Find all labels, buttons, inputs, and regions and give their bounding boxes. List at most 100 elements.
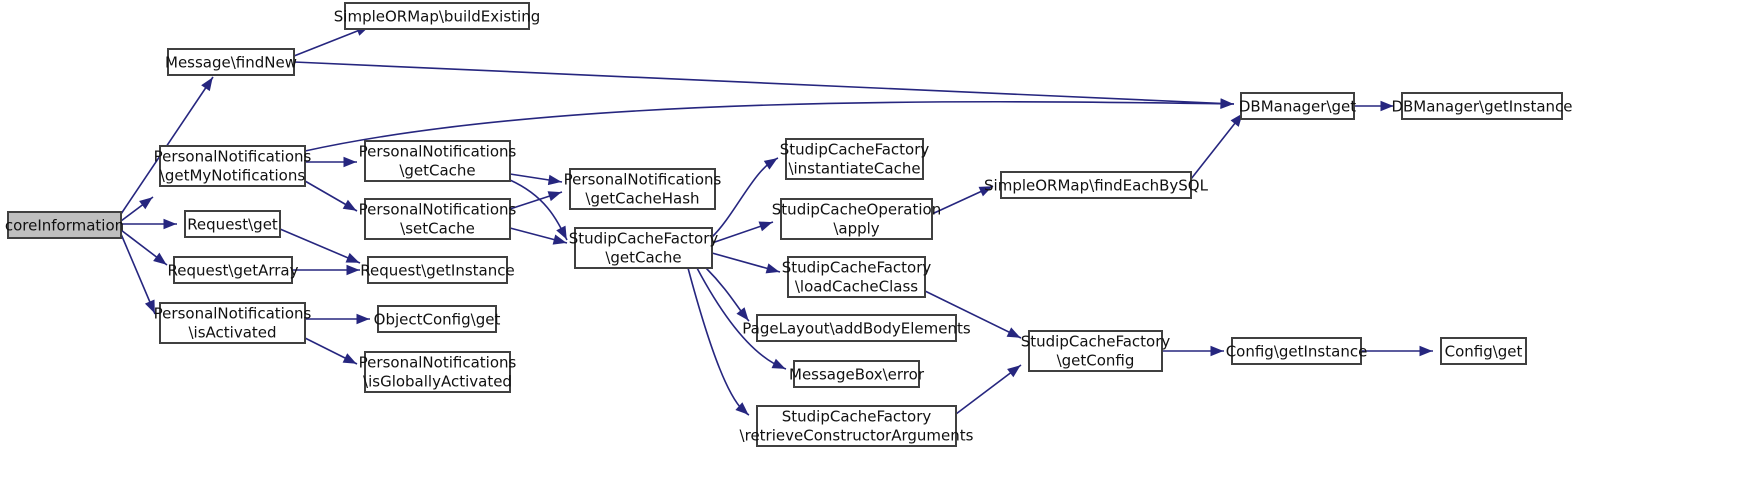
node-configGet[interactable]: Config\get [1440,337,1527,365]
node-box[interactable] [364,140,511,182]
node-messageFindNew[interactable]: Message\findNew [165,48,297,76]
arrowhead-icon [343,156,357,168]
arrowhead-icon [153,252,167,265]
node-box[interactable] [1240,92,1355,120]
node-box[interactable] [785,138,924,180]
edge-configGetInstance-to-configGet [1361,345,1433,357]
node-box[interactable] [377,305,497,333]
node-label: Request\get [187,216,278,234]
node-box[interactable] [344,2,530,30]
node-label: ObjectConfig\get [374,311,501,329]
node-label-line2: \loadCacheClass [795,278,918,296]
node-label: PageLayout\addBodyElements [742,320,971,338]
node-box[interactable] [159,302,306,344]
arrowhead-icon [345,252,360,263]
edge-scoApply-to-simpleORMapFindEachBySQL [931,185,994,215]
node-isActivated[interactable]: PersonalNotifications\isActivated [154,302,312,344]
arrowhead-icon [1220,98,1234,109]
node-label-line2: \getMyNotifications [160,167,306,185]
edge-dbManagerGet-to-dbManagerGetInstance [1354,100,1394,112]
node-scoApply[interactable]: StudipCacheOperation\apply [772,198,941,240]
node-scfRetrieveCtorArgs[interactable]: StudipCacheFactory\retrieveConstructorAr… [740,405,974,447]
arrowhead-icon [556,225,567,240]
arrowhead-icon [139,197,153,210]
node-label-line2: \getCacheHash [585,190,699,208]
node-pnGetCacheHash[interactable]: PersonalNotifications\getCacheHash [564,168,722,210]
node-box[interactable] [364,351,511,393]
edge-scfGetConfig-to-configGetInstance [1162,345,1224,357]
node-dbManagerGetInstance[interactable]: DBManager\getInstance [1391,92,1573,120]
arrowhead-icon [1230,113,1243,127]
node-requestGetInstance[interactable]: Request\getInstance [360,256,515,284]
edge-scfGetCache-to-scfRetrieveCtorArgs [687,267,750,416]
node-box[interactable] [7,211,122,239]
arrowhead-icon [346,264,360,276]
node-messageBoxError[interactable]: MessageBox\error [789,360,925,388]
arrowhead-icon [765,263,780,274]
edge-pnSetCache-to-pnGetCacheHash [509,191,563,210]
node-coreInformation[interactable]: coreInformation [5,211,124,239]
node-box[interactable] [756,314,957,342]
arrowhead-icon [1380,100,1394,112]
arrowhead-icon [547,191,562,202]
arrowhead-icon [547,174,562,186]
node-simpleORMapFindEachBySQL[interactable]: SimpleORMap\findEachBySQL [984,171,1209,199]
node-requestGetArray[interactable]: Request\getArray [167,256,299,284]
edge-line [293,25,371,57]
node-box[interactable] [1000,171,1192,199]
arrowhead-icon [1006,327,1021,338]
arrowhead-icon [552,234,567,245]
node-box[interactable] [1440,337,1527,365]
node-scfInstantiateCache[interactable]: StudipCacheFactory\instantiateCache [780,138,930,180]
node-configGetInstance[interactable]: Config\getInstance [1226,337,1368,365]
node-pnSetCache[interactable]: PersonalNotifications\setCache [359,198,517,240]
node-box[interactable] [1401,92,1563,120]
node-label: Config\get [1445,343,1523,361]
arrowhead-icon [758,221,773,232]
node-box[interactable] [167,48,295,76]
node-box[interactable] [367,256,508,284]
edge-scfGetCache-to-scfInstantiateCache [711,157,779,238]
node-pnGetCache[interactable]: PersonalNotifications\getCache [359,140,517,182]
node-box[interactable] [793,360,920,388]
edge-line [955,364,1022,415]
node-objectConfigGet[interactable]: ObjectConfig\get [374,305,501,333]
node-isGloballyActivated[interactable]: PersonalNotifications\isGloballyActivate… [359,351,517,393]
node-box[interactable] [184,210,281,238]
node-label-line2: \getCache [399,162,475,180]
nodes-layer: coreInformationMessage\findNewSimpleORMa… [5,2,1573,447]
node-box[interactable] [364,198,511,240]
edge-getMyNotifications-to-dbManagerGet [304,98,1235,152]
node-box[interactable] [159,145,306,187]
node-scfGetConfig[interactable]: StudipCacheFactory\getConfig [1021,330,1171,372]
node-label-line1: StudipCacheOperation [772,201,941,219]
node-box[interactable] [780,198,933,240]
edge-scfRetrieveCtorArgs-to-scfGetConfig [955,364,1022,415]
node-simpleORMapBuildExisting[interactable]: SimpleORMap\buildExisting [334,2,540,30]
arrowhead-icon [735,402,749,415]
node-dbManagerGet[interactable]: DBManager\get [1239,92,1356,120]
arrowhead-icon [1419,345,1433,357]
edge-isActivated-to-objectConfigGet [305,313,370,325]
edge-scfLoadCacheClass-to-scfGetConfig [924,290,1022,339]
node-box[interactable] [574,227,713,269]
node-box[interactable] [1028,330,1163,372]
edge-line [293,61,1235,105]
node-box[interactable] [569,168,716,210]
node-requestGet[interactable]: Request\get [184,210,281,238]
edge-line [924,290,1022,339]
node-box[interactable] [1231,337,1362,365]
edge-coreInformation-to-isActivated [120,233,156,315]
node-label-line1: StudipCacheFactory [569,230,719,248]
edge-coreInformation-to-getMyNotifications [120,196,154,222]
node-scfGetCache[interactable]: StudipCacheFactory\getCache [569,227,719,269]
node-pageLayoutAddBody[interactable]: PageLayout\addBodyElements [742,314,971,342]
node-getMyNotifications[interactable]: PersonalNotifications\getMyNotifications [154,145,312,187]
node-box[interactable] [756,405,957,447]
node-scfLoadCacheClass[interactable]: StudipCacheFactory\loadCacheClass [782,256,932,298]
node-label-line1: PersonalNotifications [359,201,517,219]
node-label-line2: \isGloballyActivated [363,373,512,391]
node-box[interactable] [787,256,926,298]
node-box[interactable] [173,256,293,284]
